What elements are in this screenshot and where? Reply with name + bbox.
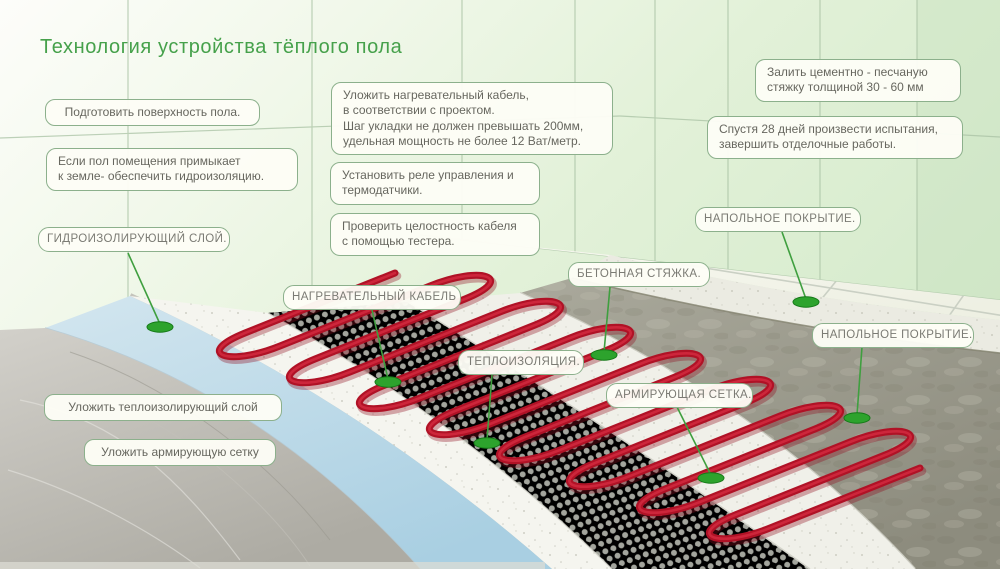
marker-cable-icon <box>374 376 402 388</box>
label-waterproofing-layer: ГИДРОИЗОЛИРУЮЩИЙ СЛОЙ. <box>38 227 230 252</box>
callout-prepare-surface: Подготовить поверхность пола. <box>45 99 260 127</box>
callout-hydro-note: Если пол помещения примыкает к земле- об… <box>46 148 298 191</box>
page-title: Технология устройства тёплого пола <box>40 36 403 58</box>
label-floor-covering-2: НАПОЛЬНОЕ ПОКРЫТИЕ. <box>812 323 974 348</box>
callout-after-28-days: Спустя 28 дней произвести испытания, зав… <box>707 116 963 159</box>
label-reinforcing-mesh: АРМИРУЮЩАЯ СЕТКА. <box>606 383 753 408</box>
callout-install-relay: Установить реле управления и термодатчик… <box>330 162 540 205</box>
reinforcing-mesh-layer <box>268 301 811 569</box>
label-concrete-screed: БЕТОННАЯ СТЯЖКА. <box>568 262 710 287</box>
callout-lay-insulation: Уложить теплоизолирующий слой <box>44 394 282 422</box>
label-heating-cable: НАГРЕВАТЕЛЬНЫЙ КАБЕЛЬ <box>283 285 461 310</box>
leader-lines <box>127 231 863 476</box>
heating-cable-path <box>216 269 927 546</box>
layer-markers <box>146 296 871 484</box>
marker-floorcover2-icon <box>843 412 871 424</box>
marker-insulation-icon <box>473 437 501 449</box>
marker-mesh-icon <box>697 472 725 484</box>
callout-lay-cable: Уложить нагревательный кабель, в соответ… <box>331 82 613 156</box>
callout-lay-mesh: Уложить армирующую сетку <box>84 439 276 467</box>
label-floor-covering-1: НАПОЛЬНОЕ ПОКРЫТИЕ. <box>695 207 861 232</box>
marker-concrete-icon <box>590 349 618 361</box>
callout-pour-screed: Залить цементно - песчаную стяжку толщин… <box>755 59 961 102</box>
marker-floorcover1-icon <box>792 296 820 308</box>
callout-test-cable: Проверить целостность кабеля с помощью т… <box>330 213 540 256</box>
label-insulation: ТЕПЛОИЗОЛЯЦИЯ. <box>458 350 584 375</box>
marker-hydro-icon <box>146 321 174 333</box>
